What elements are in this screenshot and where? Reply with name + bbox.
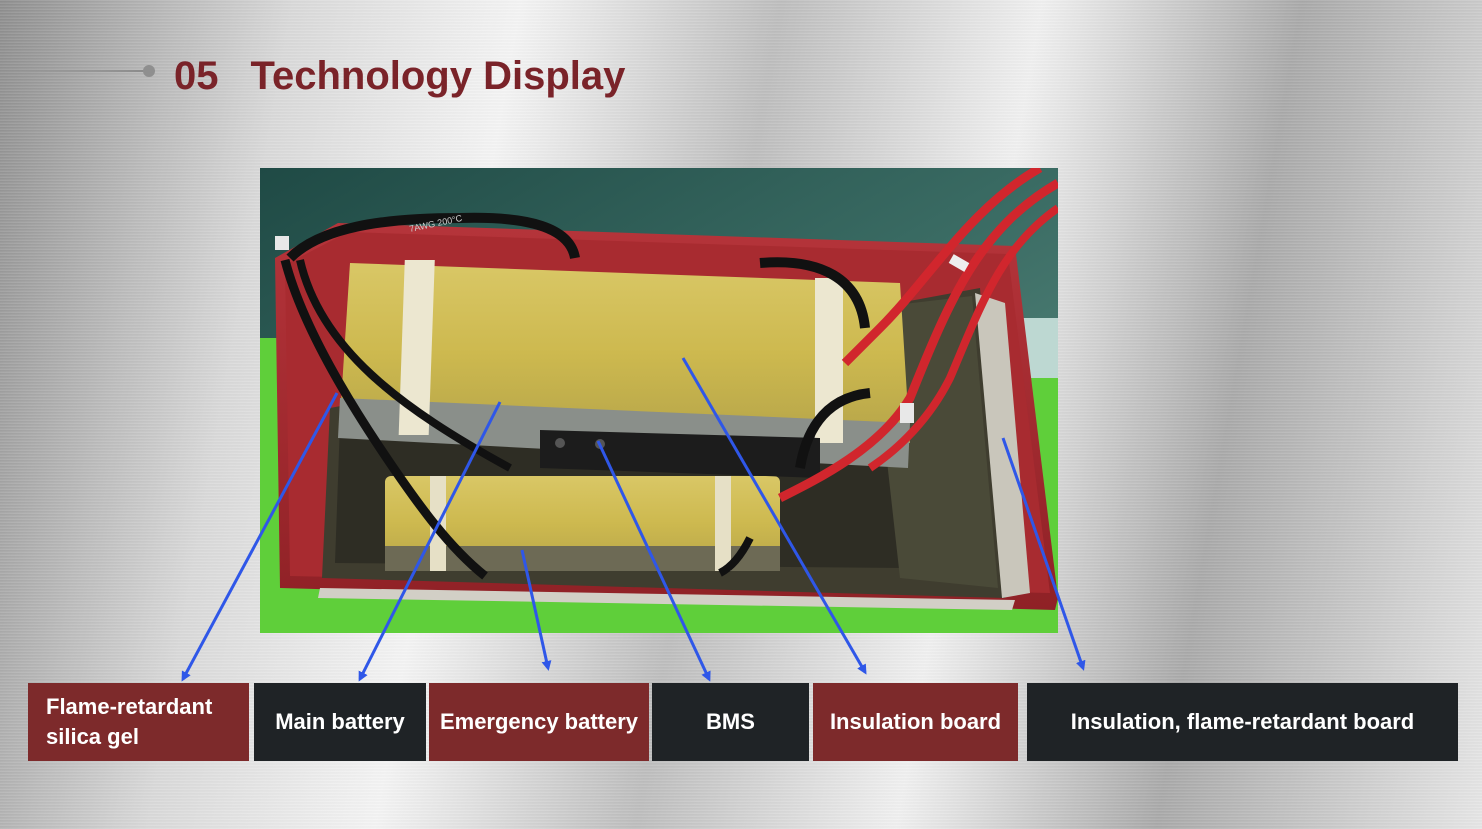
label-main-battery: Main battery	[254, 683, 426, 761]
label-emergency-battery: Emergency battery	[429, 683, 649, 761]
label-flame-retardant-line1: Flame-retardant	[46, 694, 213, 719]
label-insulation-board-text: Insulation board	[829, 709, 1002, 734]
label-flame-retardant-line2: silica gel	[46, 724, 139, 749]
header-line	[0, 70, 146, 72]
label-emergency-battery-text: Emergency battery	[439, 709, 639, 734]
label-insulation-flame-retardant-board-text: Insulation, flame-retardant board	[1070, 709, 1415, 734]
header-bullet-dot	[143, 65, 155, 77]
label-bms-text: BMS	[706, 709, 755, 734]
battery-box-photo: 7AWG 200°C	[260, 168, 1058, 633]
label-insulation-flame-retardant-board: Insulation, flame-retardant board	[1027, 683, 1458, 761]
label-insulation-board: Insulation board	[813, 683, 1018, 761]
label-bms: BMS	[652, 683, 809, 761]
section-title: Technology Display	[250, 54, 626, 98]
label-flame-retardant-silica-gel: Flame-retardant silica gel	[28, 683, 249, 761]
page-title: 05 Technology Display	[174, 54, 625, 99]
label-main-battery-text: Main battery	[275, 709, 405, 734]
section-number: 05	[174, 54, 219, 98]
